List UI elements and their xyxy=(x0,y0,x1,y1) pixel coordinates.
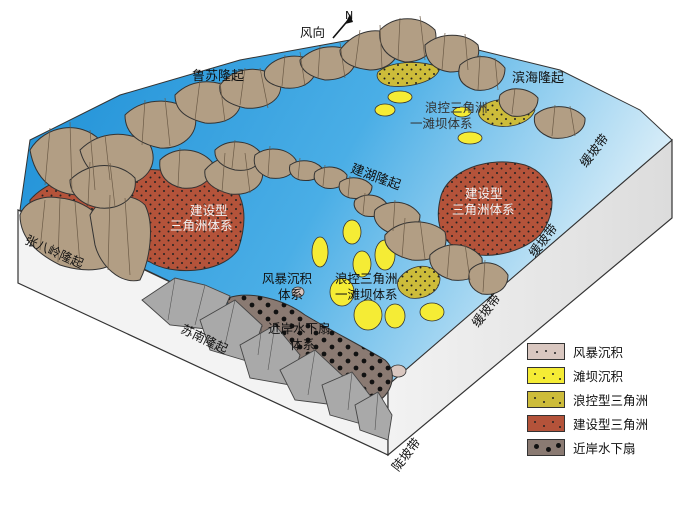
legend-item-fan: 近岸水下扇 xyxy=(527,436,687,460)
storm-deposits xyxy=(291,286,407,378)
legend-swatch-fan xyxy=(527,439,565,456)
storm-system-label: 风暴沉积 体系 xyxy=(262,271,316,302)
legend-item-bar: 滩坝沉积 xyxy=(527,364,687,388)
sunan-mountain-ridges xyxy=(167,277,379,431)
legend-swatch-constructive xyxy=(527,415,565,432)
legend-swatch-wave xyxy=(527,391,565,408)
wave-delta-top-dots xyxy=(377,62,440,87)
constructive-right-label: 建设型 三角洲体系 xyxy=(452,186,515,217)
north-arrow-head xyxy=(345,14,353,24)
constructive-delta-right-dots xyxy=(438,161,552,256)
constructive-left-label: 建设型 三角洲体系 xyxy=(170,203,233,233)
legend-item-storm: 风暴沉积 xyxy=(527,340,687,364)
legend-label-wave: 浪控型三角洲 xyxy=(573,393,649,408)
binhai-uplift-label: 滨海隆起 xyxy=(512,70,564,86)
legend-swatch-storm xyxy=(527,343,565,360)
legend-label-constructive: 建设型三角洲 xyxy=(573,417,649,432)
lusu-uplift-label: 鲁苏隆起 xyxy=(192,68,244,84)
legend-label-storm: 风暴沉积 xyxy=(573,345,624,360)
wave-delta-lower-label: 浪控三角洲 一滩坝体系 xyxy=(335,271,402,302)
legend-item-wave: 浪控型三角洲 xyxy=(527,388,687,412)
legend-item-constructive: 建设型三角洲 xyxy=(527,412,687,436)
wind-direction-label: 风向 xyxy=(300,25,325,40)
hill-ridges xyxy=(39,15,576,293)
legend: 风暴沉积 滩坝沉积 浪控型三角洲 建设型三角洲 近岸水下扇 xyxy=(527,340,687,460)
legend-label-fan: 近岸水下扇 xyxy=(573,441,636,456)
wave-delta-upper-label: 浪控三角洲 一滩坝体系 xyxy=(410,100,492,131)
fan-system-label: 近岸水下扇 体系 xyxy=(268,321,335,352)
sunan-mountains xyxy=(141,277,393,441)
wave-delta-center-dots xyxy=(397,266,440,299)
legend-swatch-bar xyxy=(527,367,565,384)
brown-hills xyxy=(19,18,586,295)
legend-label-bar: 滩坝沉积 xyxy=(573,369,624,384)
north-letter: N xyxy=(345,9,353,22)
beach-bars xyxy=(311,90,577,331)
